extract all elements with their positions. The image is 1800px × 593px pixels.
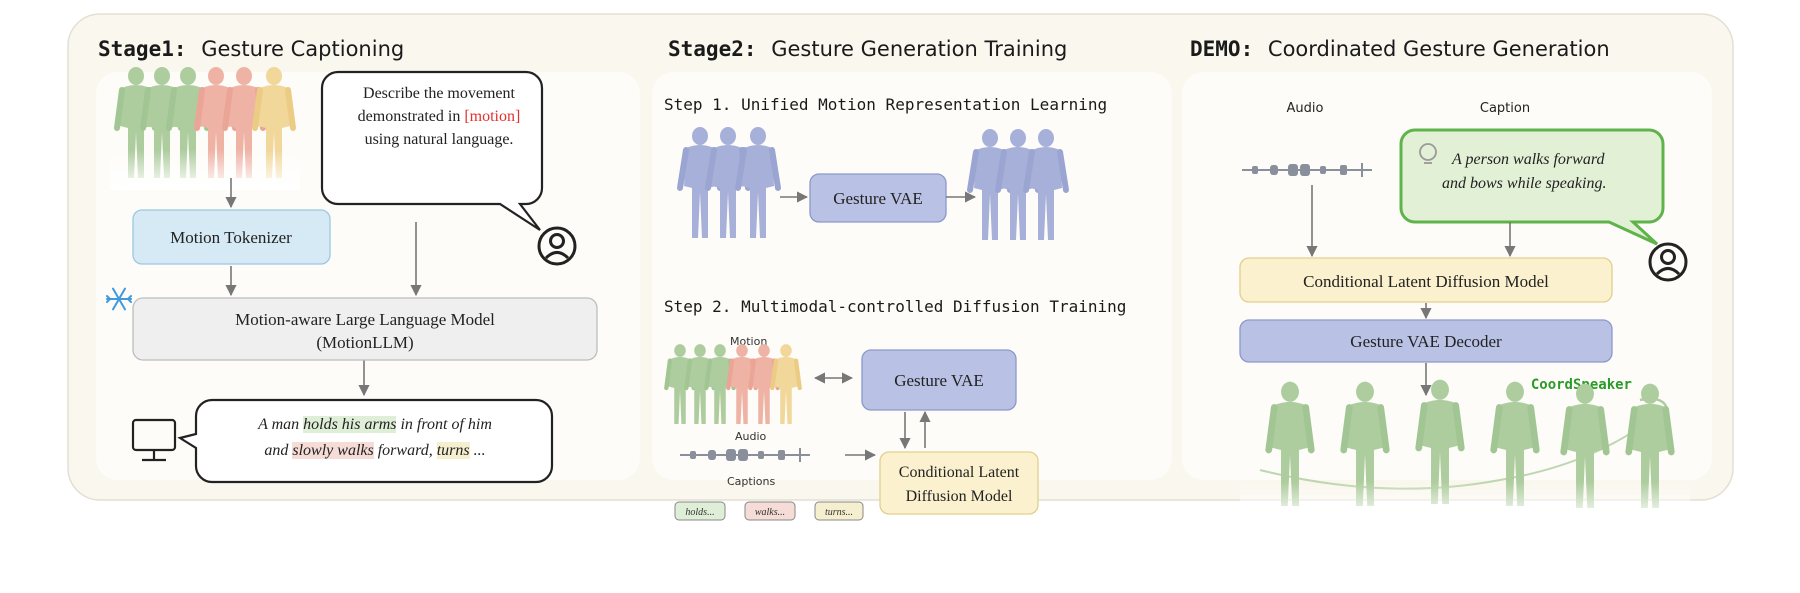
- lightbulb-icon: [1419, 143, 1437, 164]
- prompt-motion-token: [motion]: [464, 108, 521, 125]
- step1-gesture-vae-box: [809, 173, 947, 223]
- caption-chip-turns: turns...: [825, 507, 853, 518]
- stage1-motion-sequence: [110, 67, 300, 190]
- motion-llm-label-line2: (MotionLLM): [316, 333, 413, 352]
- step2-audio-label: Audio: [735, 430, 767, 443]
- demo-audio-label: Audio: [1287, 101, 1324, 116]
- caption-output-text: A man holds his arms in front of him and…: [200, 412, 550, 464]
- step2-gesture-vae-label: Gesture VAE: [894, 371, 984, 390]
- step2-motion-label: Motion: [730, 335, 767, 348]
- monitor-icon: [131, 418, 177, 462]
- output-part-highlight-yellow: turns: [436, 442, 470, 459]
- caption-chip-walks: walks...: [755, 507, 785, 518]
- demo-caption-text: A person walks forward and bows while sp…: [1440, 148, 1660, 196]
- output-part: forward,: [373, 442, 437, 459]
- demo-diffusion-box: [1239, 257, 1613, 303]
- step2-caption-chips: holds... walks... turns...: [674, 501, 864, 521]
- motion-llm-label-line1: Motion-aware Large Language Model: [235, 310, 495, 329]
- stage2-title: Stage2: Gesture Generation Training: [668, 37, 1067, 61]
- step2-gesture-vae-box: [861, 349, 1017, 411]
- prompt-line3: using natural language.: [364, 131, 514, 148]
- step2-captions-label: Captions: [727, 475, 775, 488]
- output-part: ...: [469, 442, 486, 459]
- step2-diffusion-line1: Conditional Latent: [899, 464, 1020, 481]
- step1-gesture-vae-label: Gesture VAE: [833, 189, 923, 208]
- output-part: A man: [258, 416, 304, 433]
- demo-caption-label: Caption: [1480, 101, 1530, 116]
- demo-output-figures: [1240, 380, 1690, 522]
- demo-title: DEMO: Coordinated Gesture Generation: [1190, 37, 1610, 61]
- demo-caption-line1: A person walks forward: [1452, 151, 1605, 168]
- demo-decoder-label: Gesture VAE Decoder: [1350, 332, 1502, 351]
- prompt-line1: Describe the movement: [363, 85, 515, 102]
- output-speech-bubble: [177, 398, 554, 484]
- demo-caption-line2: and bows while speaking.: [1442, 175, 1607, 192]
- motion-tokenizer-box: [132, 209, 331, 265]
- output-part: and: [264, 442, 293, 459]
- step2-diffusion-line2: Diffusion Model: [906, 488, 1013, 505]
- output-part-highlight-green: holds his arms: [303, 416, 397, 433]
- prompt-text: Describe the movement demonstrated in [m…: [326, 82, 552, 151]
- prompt-line2: demonstrated in: [357, 108, 465, 125]
- output-part: in front of him: [396, 416, 492, 433]
- step2-label: Step 2. Multimodal-controlled Diffusion …: [664, 297, 1126, 316]
- stage1-title: Stage1: Gesture Captioning: [98, 37, 404, 61]
- demo-decoder-box: [1239, 319, 1613, 363]
- prompt-speech-bubble: [320, 70, 544, 231]
- motion-llm-box: [132, 297, 598, 361]
- demo-diffusion-label: Conditional Latent Diffusion Model: [1303, 272, 1549, 291]
- caption-chip-holds: holds...: [685, 507, 714, 518]
- demo-caption-bubble: [1399, 128, 1665, 246]
- output-part-highlight-red: slowly walks: [292, 442, 374, 459]
- step1-label: Step 1. Unified Motion Representation Le…: [664, 95, 1107, 114]
- snowflake-icon: [106, 287, 132, 311]
- motion-tokenizer-label: Motion Tokenizer: [170, 228, 292, 247]
- step2-diffusion-box: [879, 451, 1039, 515]
